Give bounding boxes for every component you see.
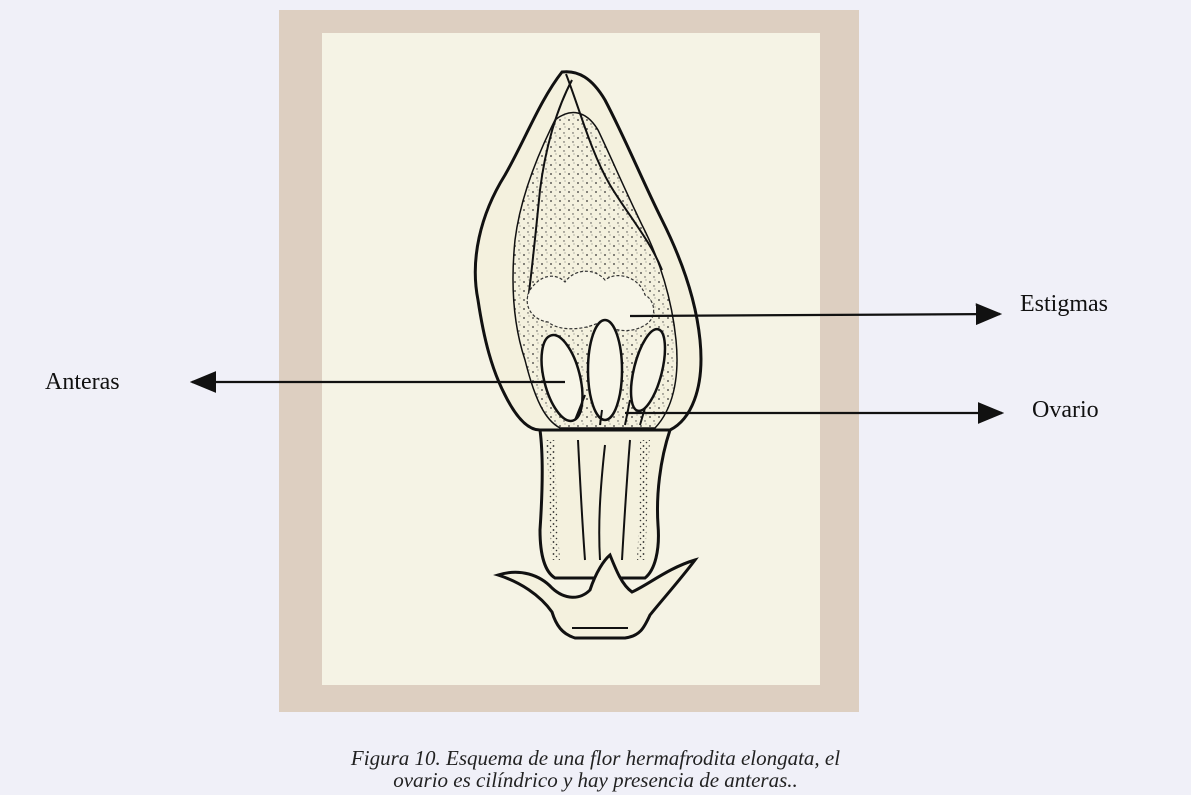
label-ovario: Ovario — [1032, 397, 1099, 424]
figure-caption-line-1: Figura 10. Esquema de una flor hermafrod… — [0, 747, 1191, 769]
label-estigmas: Estigmas — [1020, 291, 1108, 318]
label-anteras: Anteras — [45, 369, 120, 396]
anther-center — [588, 320, 622, 420]
figure-caption-line-2: ovario es cilíndrico y hay presencia de … — [0, 769, 1191, 791]
